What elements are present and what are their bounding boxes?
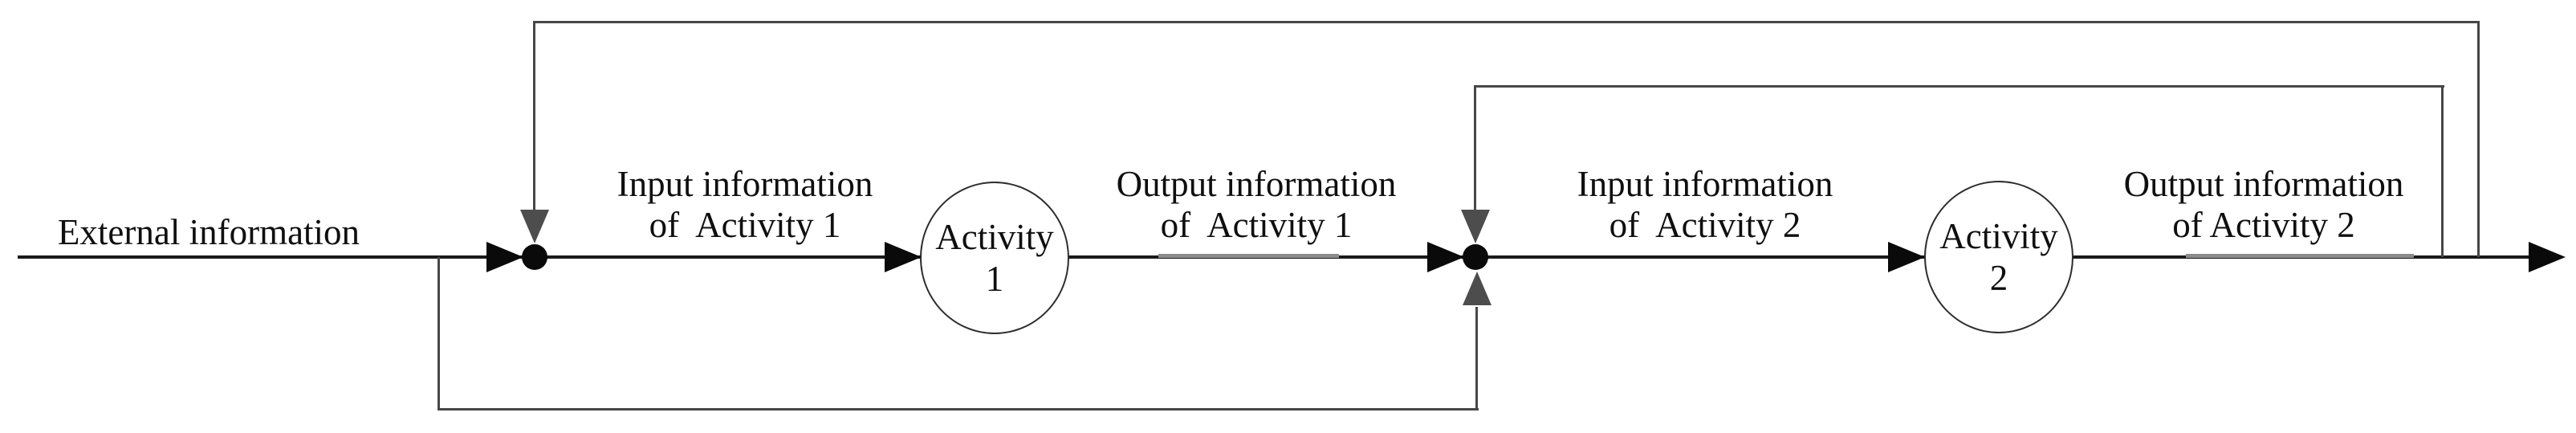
input-info-activity-2-line2: of Activity 2	[1609, 205, 1801, 245]
final-output-arrowhead-icon	[2529, 242, 2566, 272]
feedback-arrowhead-down-junction-1-icon	[520, 210, 549, 243]
junction-dot-1	[522, 244, 547, 270]
activity-1-node: Activity 1	[920, 182, 1069, 334]
activity-2-label-line1: Activity	[1939, 216, 2058, 256]
output-info-activity-1-label: Output information of Activity 1	[1056, 164, 1457, 246]
output-info-activity-2-line2: of Activity 2	[2172, 205, 2355, 245]
input-info-activity-1-line2: of Activity 1	[649, 205, 841, 245]
activity-1-label-line1: Activity	[935, 217, 1054, 257]
input-info-activity-2-line1: Input information	[1577, 164, 1833, 204]
output-info-activity-2-line1: Output information	[2123, 164, 2404, 204]
activity-1-label-line2: 1	[985, 259, 1004, 299]
output-info-activity-2-label: Output information of Activity 2	[2063, 164, 2464, 246]
bottom-line-horizontal	[437, 408, 1479, 411]
gray-line-segment-2	[2186, 254, 2414, 258]
activity-2-label-line2: 2	[1989, 258, 2008, 298]
feedback-line-1-left-vertical	[533, 21, 535, 213]
output-info-activity-1-line1: Output information	[1116, 164, 1397, 204]
input-info-activity-1-label: Input information of Activity 1	[544, 164, 946, 246]
feedback-line-2-left-vertical	[1474, 85, 1476, 212]
activity-2-node: Activity 2	[1924, 181, 2073, 333]
arrowhead-into-activity-1-icon	[885, 242, 922, 272]
input-info-activity-1-line1: Input information	[617, 164, 873, 204]
arrowhead-into-junction-2-icon	[1427, 242, 1464, 272]
feedback-arrowhead-up-junction-2-icon	[1463, 272, 1491, 305]
feedback-arrowhead-down-junction-2-icon	[1461, 210, 1490, 243]
feedback-line-2-horizontal	[1474, 85, 2444, 88]
feedback-line-2-right-vertical	[2441, 85, 2444, 257]
feedback-line-1-right-vertical	[2477, 21, 2480, 257]
input-info-activity-2-label: Input information of Activity 2	[1504, 164, 1906, 246]
output-info-activity-1-line2: of Activity 1	[1160, 205, 1353, 245]
gray-line-segment-1	[1158, 254, 1339, 258]
arrowhead-into-junction-1-icon	[486, 242, 523, 272]
feedback-line-1-horizontal	[533, 21, 2480, 23]
arrowhead-into-activity-2-icon	[1888, 242, 1925, 272]
bottom-line-right-vertical	[1475, 307, 1478, 411]
bottom-line-left-vertical	[437, 257, 440, 411]
external-information-label: External information	[57, 212, 360, 252]
junction-dot-2	[1463, 244, 1488, 270]
